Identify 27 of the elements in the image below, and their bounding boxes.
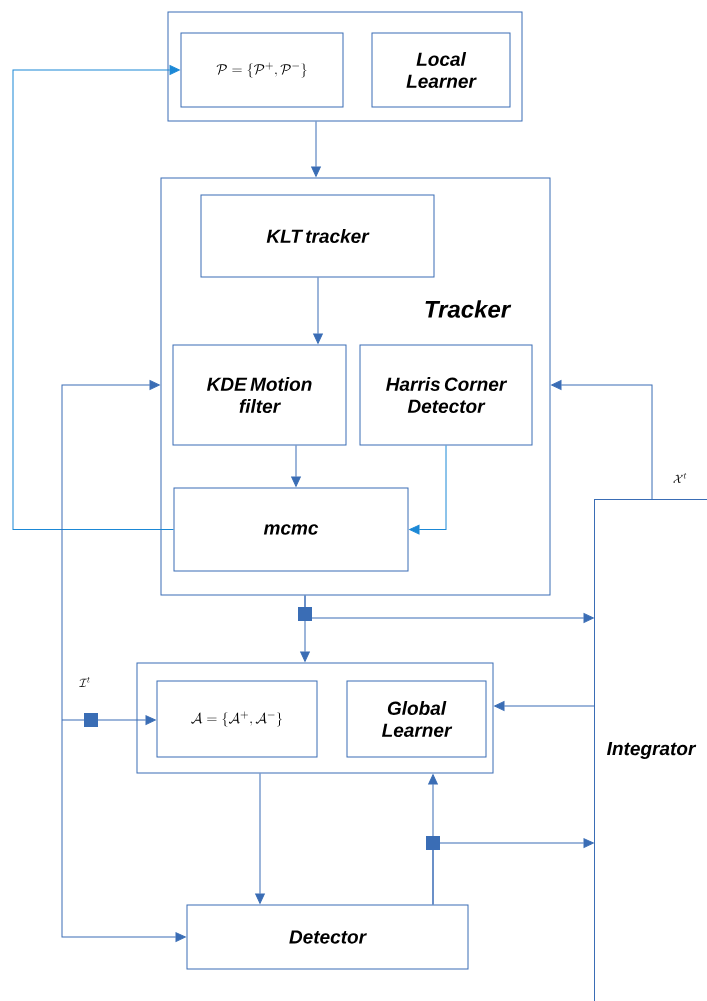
group-box xyxy=(167,11,523,122)
process-box: KLT tracker xyxy=(200,194,435,278)
process-box: mcmc xyxy=(173,487,409,572)
edge-label: $\mathcal{X}^t$ xyxy=(671,472,689,484)
edge-label: $\mathcal{I}^t$ xyxy=(78,676,92,688)
process-box: KDE Motion filter xyxy=(172,344,347,446)
group-box xyxy=(136,662,494,774)
arrow xyxy=(551,380,653,500)
arrow xyxy=(61,715,156,725)
arrow xyxy=(255,773,265,904)
formula-box: $\mathcal{A}=\{\mathcal{A}^+,\mathcal{A}^-\}$ xyxy=(156,680,318,758)
arrow xyxy=(311,121,321,177)
arrow xyxy=(494,701,595,711)
arrow xyxy=(12,65,180,530)
arrow xyxy=(291,445,301,487)
process-box: Detector xyxy=(186,904,469,970)
arrow xyxy=(313,277,323,344)
arrow xyxy=(61,380,160,721)
process-box: Global Learner xyxy=(346,680,487,758)
arrow xyxy=(61,719,186,942)
process-box: Local Learner xyxy=(371,32,511,108)
arrow xyxy=(432,838,594,905)
formula-box: $\mathcal{P}=\{\mathcal{P}^+,\mathcal{P}^-\}$ xyxy=(180,32,344,108)
process-box: Harris Corner Detector xyxy=(359,344,533,446)
arrow xyxy=(304,595,594,623)
integrator-box: Integrator xyxy=(594,499,707,1001)
arrow xyxy=(409,445,447,535)
